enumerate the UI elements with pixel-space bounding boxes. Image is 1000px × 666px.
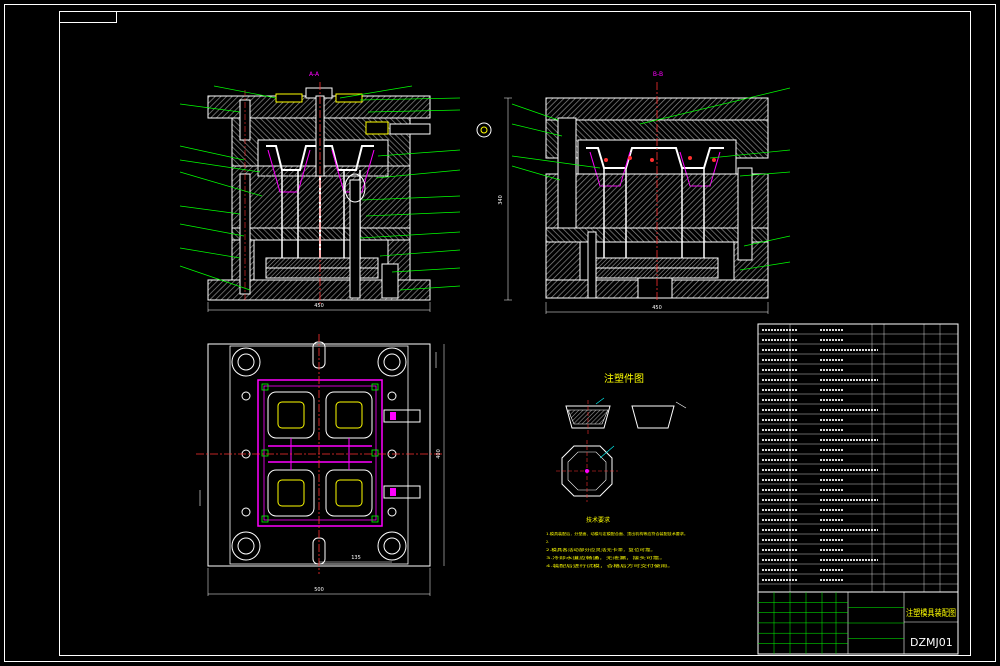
notes-title: 技术要求 (586, 516, 610, 524)
note-line-5: 4.装配后进行试模，合格后方可交付使用。 (546, 563, 674, 568)
note-line-3: 2.模具各活动部分应灵活无卡滞，复位可靠。 (546, 547, 656, 552)
section-view-a: A-A (179, 71, 492, 312)
plan-view: 500 135 400 (196, 334, 445, 596)
section-view-b: B-B (498, 71, 791, 314)
note-line-4: 3.冷却水道应畅通，无泄漏，接头可靠。 (546, 555, 666, 560)
bom-outline (757, 323, 959, 593)
section-a-label: A-A (309, 71, 320, 78)
corner-label-box (59, 11, 117, 23)
section-b-width-dim: 450 (652, 305, 662, 311)
drawing-title: 注塑模具装配图 (906, 607, 956, 619)
note-line-2: 2. (546, 540, 549, 544)
plan-sub-dim: 135 (351, 555, 361, 561)
technical-notes: 技术要求 1.模具装配后，分型面、动模与定模配合面、顶出机构等应符合装配技术要求… (546, 516, 688, 568)
inner-border (59, 11, 971, 656)
plan-height-dim: 400 (436, 449, 442, 459)
outer-border (4, 4, 996, 662)
section-b-height-dim: 340 (498, 195, 504, 205)
title-block: 注塑模具装配图 DZMJ01 (757, 591, 959, 655)
drawing-number: DZMJ01 (910, 636, 953, 649)
part-drawing-title: 注塑件图 (604, 372, 644, 385)
part-drawing: 注塑件图 (556, 372, 687, 502)
section-b-label: B-B (653, 71, 663, 78)
bill-of-materials (757, 323, 959, 593)
plan-width-dim: 500 (314, 587, 324, 593)
note-line-1: 1.模具装配后，分型面、动模与定模配合面、顶出机构等应符合装配技术要求。 (546, 531, 688, 536)
section-a-width-dim: 450 (314, 303, 324, 309)
